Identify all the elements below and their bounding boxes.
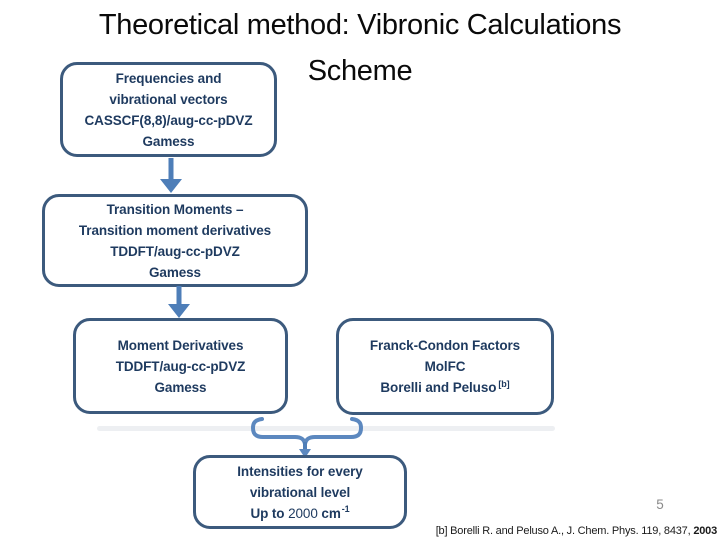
box-text-line: Gamess bbox=[142, 133, 195, 149]
brace-merge-arrow-icon bbox=[250, 417, 364, 458]
footnote-year: 2003 bbox=[693, 525, 717, 537]
wavenumber-unit: cm bbox=[321, 505, 341, 521]
box-text-line: TDDFT/aug-cc-pDVZ bbox=[110, 243, 240, 259]
flow-box-moment-derivatives: Moment Derivatives TDDFT/aug-cc-pDVZ Gam… bbox=[73, 318, 288, 414]
flow-box-transition-moments: Transition Moments – Transition moment d… bbox=[42, 194, 308, 287]
box-text-line: Franck-Condon Factors bbox=[369, 338, 521, 353]
slide-title-line1: Theoretical method: Vibronic Calculation… bbox=[98, 9, 622, 41]
slide-title-line2: Scheme bbox=[307, 55, 413, 87]
slide-title: Theoretical method: Vibronic Calculation… bbox=[0, 2, 720, 94]
box-text-line: Intensities for every bbox=[237, 463, 363, 479]
box-text-line: Gamess bbox=[154, 379, 207, 395]
box-text-line: Frequencies and bbox=[115, 70, 222, 86]
box-text-line: TDDFT/aug-cc-pDVZ bbox=[115, 358, 246, 374]
flow-box-intensities: Intensities for every vibrational level … bbox=[193, 455, 407, 529]
box-text-line: Up to 2000 cm-1 bbox=[250, 503, 349, 524]
box-text-line: vibrational level bbox=[249, 484, 351, 500]
box-text-line: CASSCF(8,8)/aug-cc-pDVZ bbox=[84, 112, 253, 128]
flow-box-frequencies: Frequencies and vibrational vectors CASS… bbox=[60, 62, 277, 157]
arrow-down-icon bbox=[168, 286, 190, 318]
footnote-citation: [b] Borelli R. and Peluso A., J. Chem. P… bbox=[435, 525, 718, 537]
box-text-line: Transition Moments – bbox=[106, 201, 244, 217]
footnote-text: [b] Borelli R. and Peluso A., J. Chem. P… bbox=[435, 525, 691, 537]
box-text-line: MolFC bbox=[424, 359, 466, 374]
box-text-segment: Borelli and Peluso bbox=[380, 380, 497, 395]
unit-exponent: -1 bbox=[341, 504, 350, 514]
arrow-down-icon bbox=[160, 158, 182, 193]
faint-divider-artifact bbox=[97, 426, 555, 431]
box-text-line: vibrational vectors bbox=[109, 91, 228, 107]
box-text-line: Gamess bbox=[149, 264, 201, 280]
box-text-line: Borelli and Peluso[b] bbox=[380, 377, 509, 398]
box-text-line: Moment Derivatives bbox=[117, 337, 244, 353]
box-text-line: Transition moment derivatives bbox=[78, 222, 272, 238]
up-to-label: Up to bbox=[250, 505, 285, 521]
flow-box-franck-condon: Franck-Condon Factors MolFC Borelli and … bbox=[336, 318, 554, 415]
page-number: 5 bbox=[656, 497, 664, 512]
wavenumber-value: 2000 bbox=[288, 505, 318, 521]
reference-superscript: [b] bbox=[498, 378, 510, 389]
